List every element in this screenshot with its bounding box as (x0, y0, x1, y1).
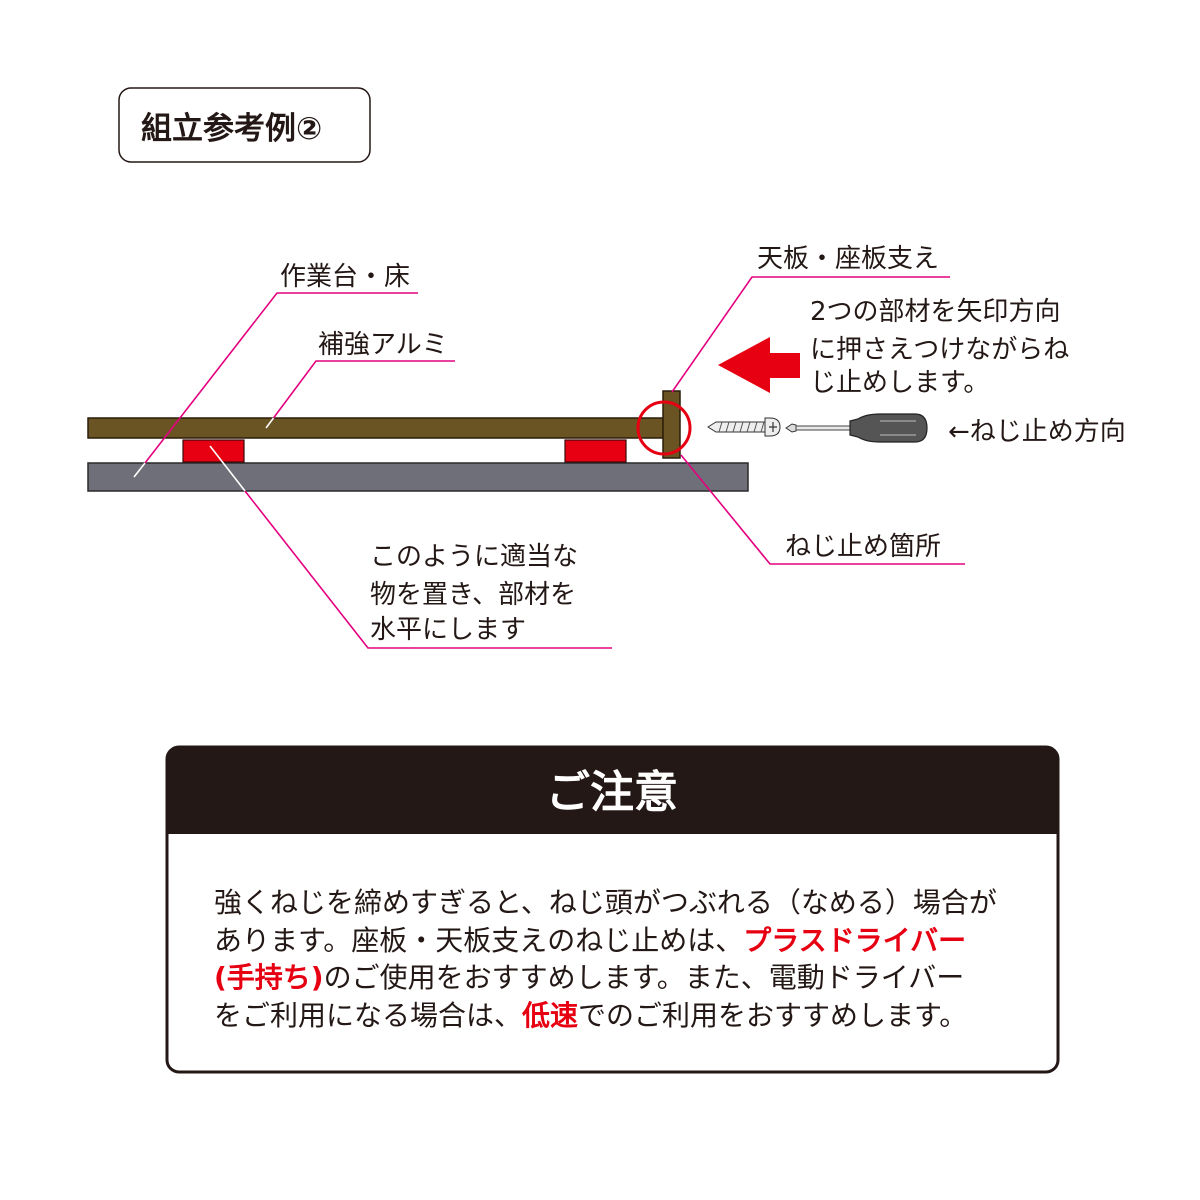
title-badge: 組立参考例② (118, 87, 371, 163)
leader-line-reinforcement (265, 360, 455, 429)
caution-text: のご使用をおすすめします。また、電動ドライバー (324, 961, 965, 994)
caution-box: ご注意 強くねじを締めすぎると、ねじ頭がつぶれる（なめる）場合が あります。座板… (165, 745, 1060, 1074)
title-badge-label: 組立参考例② (141, 111, 322, 147)
caution-heading: ご注意 (546, 767, 678, 818)
caution-emphasis: プラスドライバー (743, 924, 966, 957)
leader-line-board-support (671, 276, 950, 393)
caution-text: をご利用になる場合は、 (214, 999, 522, 1032)
leveling-note-line: このように適当な (370, 542, 578, 572)
screw-point-circle (636, 400, 692, 456)
leader-line-work-surface (133, 292, 418, 478)
work-surface-bar (87, 462, 749, 492)
push-arrow-left-icon (718, 337, 800, 393)
leveling-note-line: 物を置き、部材を (370, 580, 576, 610)
leader-line-screw-point (680, 454, 965, 565)
screwdriver-icon (785, 413, 928, 443)
reinforcement-bar (87, 417, 679, 439)
instruction-line: に押さえつけながらね (810, 335, 1069, 365)
instruction-line: じ止めします。 (810, 368, 989, 398)
caution-line: あります。座板・天板支えのねじ止めは、プラスドライバー (214, 924, 966, 957)
leveling-note-line: 水平にします (370, 615, 526, 645)
label-screw-point: ねじ止め箇所 (785, 532, 941, 562)
leader-line-leveling (209, 445, 612, 649)
label-board-support: 天板・座板支え (757, 244, 939, 274)
caution-line: (手持ち)のご使用をおすすめします。また、電動ドライバー (214, 961, 964, 994)
caution-text: でのご利用をおすすめします。 (578, 999, 967, 1032)
caution-text: あります。座板・天板支えのねじ止めは、 (214, 924, 743, 957)
caution-header (167, 747, 1058, 834)
caution-line: 強くねじを締めすぎると、ねじ頭がつぶれる（なめる）場合が (214, 886, 997, 919)
instruction-note: 2つの部材を矢印方向 に押さえつけながらね じ止めします。 (810, 297, 1078, 398)
caution-line: をご利用になる場合は、低速でのご利用をおすすめします。 (214, 999, 967, 1032)
title-badge-frame (118, 87, 371, 163)
board-support-piece (662, 390, 681, 459)
leveling-note: このように適当な 物を置き、部材を 水平にします (370, 542, 586, 645)
caution-text: 強くねじを締めすぎると、ねじ頭がつぶれる（なめる）場合が (214, 886, 997, 919)
label-reinforcement: 補強アルミ (318, 330, 448, 360)
label-work-surface: 作業台・床 (280, 262, 410, 292)
screw-icon (707, 417, 781, 437)
caution-emphasis: 低速 (521, 999, 578, 1032)
caution-frame (165, 745, 1060, 1074)
leveling-block-right (564, 439, 627, 463)
caution-emphasis: (手持ち) (214, 961, 324, 994)
instruction-line: 2つの部材を矢印方向 (810, 297, 1061, 327)
label-screw-direction: ←ねじ止め方向 (948, 417, 1126, 447)
